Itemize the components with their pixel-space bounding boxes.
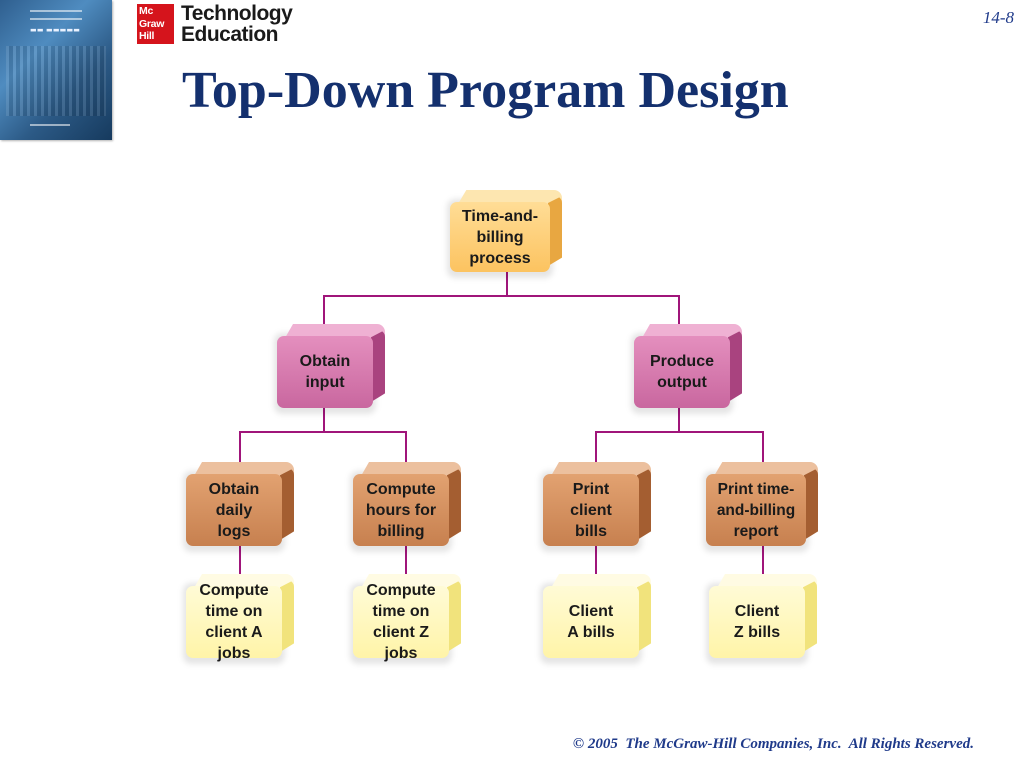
- box-client-a-bills: Client A bills: [540, 574, 651, 664]
- book-cover-thumbnail: ▬▬ ▬▬▬▬▬: [0, 0, 112, 140]
- book-cover-title-art: ▬▬ ▬▬▬▬▬: [30, 26, 81, 34]
- box-obtain-input: Obtain input: [274, 324, 385, 414]
- box-compute-hours-for-billing: Compute hours for billing: [350, 462, 461, 552]
- box-client-z-bills: Client Z bills: [706, 574, 817, 664]
- box-produce-output: Produce output: [631, 324, 742, 414]
- slide-number: 14-8: [982, 8, 1014, 27]
- box-time-and-billing-process: Time-and-billing process: [447, 190, 562, 278]
- publisher-logo-text: Technology Education: [181, 2, 293, 46]
- box-obtain-daily-logs: Obtain daily logs: [183, 462, 294, 552]
- copyright-footer: © 2005 The McGraw-Hill Companies, Inc. A…: [572, 736, 974, 752]
- box-compute-time-client-a: Compute time on client A jobs: [183, 574, 294, 664]
- box-print-client-bills: Print client bills: [540, 462, 651, 552]
- box-compute-time-client-z: Compute time on client Z jobs: [350, 574, 461, 664]
- box-print-time-and-billing-report: Print time-and-billing report: [703, 462, 818, 552]
- slide-title: Top-Down Program Design: [182, 62, 789, 119]
- publisher-logo-mark: Mc Graw Hill: [137, 4, 174, 44]
